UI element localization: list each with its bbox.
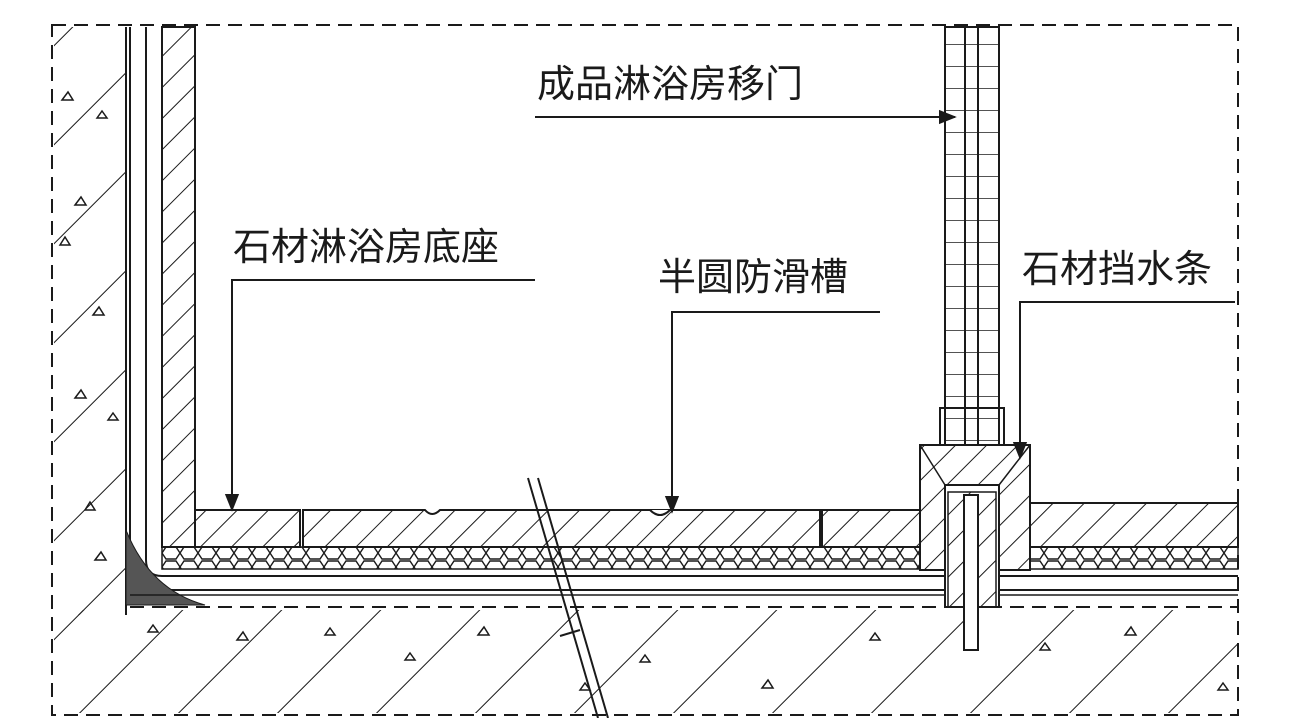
floor-slab: [54, 610, 1238, 713]
sealant-fillet: [125, 529, 206, 606]
break-line: [527, 477, 609, 718]
sliding-door-panel: [939, 26, 1005, 446]
label-stone-base: 石材淋浴房底座: [233, 225, 499, 269]
dashed-boundary: [51, 24, 1239, 716]
stone-base-slabs: [194, 502, 1239, 548]
left-concrete-wall: [54, 27, 127, 615]
water-bar-leader-line: [1012, 301, 1235, 460]
bonding-mortar-layer: [161, 546, 1239, 570]
label-sliding-door: 成品淋浴房移门: [537, 62, 803, 106]
stone-water-bar: [919, 444, 1031, 651]
wall-stone-cladding: [161, 26, 196, 548]
base-leader-line: [224, 279, 535, 512]
groove-leader-line: [664, 311, 880, 514]
label-anti-slip-groove: 半圆防滑槽: [658, 255, 848, 299]
label-stone-water-bar: 石材挡水条: [1022, 247, 1212, 291]
